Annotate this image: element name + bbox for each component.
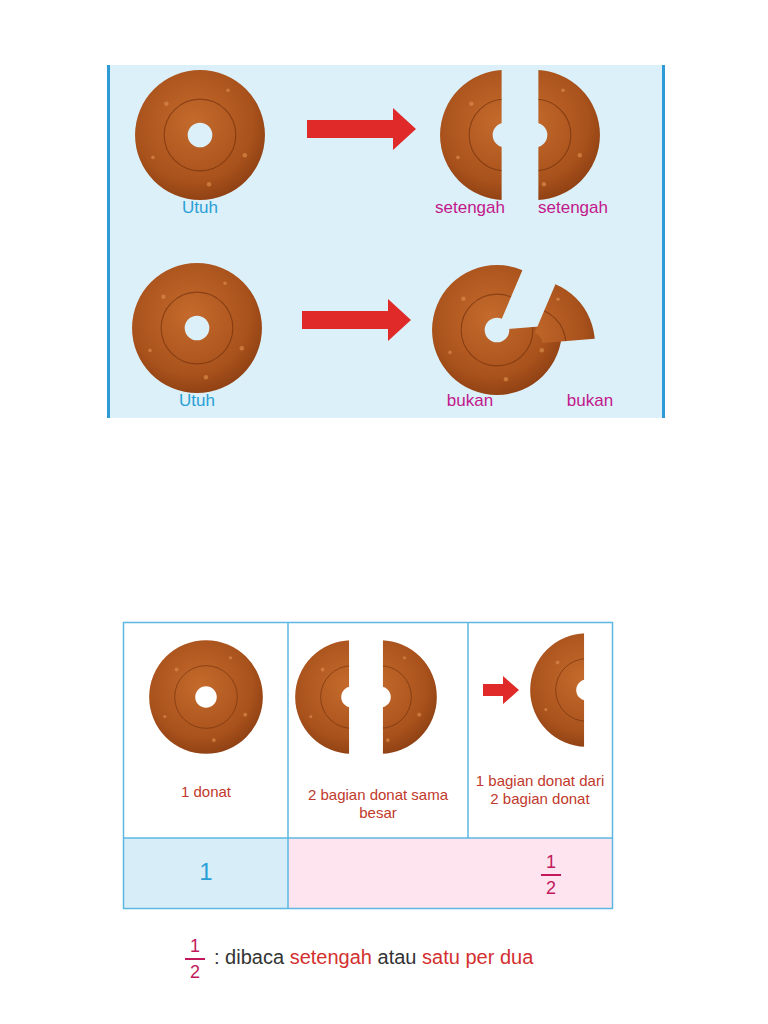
table-cell: 2 bagian donat sama besar bbox=[298, 786, 458, 822]
fraction-denominator: 2 bbox=[546, 878, 556, 900]
whole-label: Utuh bbox=[179, 391, 215, 411]
fraction-denominator: 2 bbox=[190, 962, 200, 984]
fraction-numerator: 1 bbox=[190, 936, 200, 958]
reading-text: : dibaca bbox=[214, 946, 284, 968]
table-cell: 1 donat bbox=[181, 783, 231, 801]
table-cell: 1 bagian donat dari 2 bagian donat bbox=[474, 772, 606, 808]
half-label: setengah bbox=[538, 198, 608, 218]
not-half-label: bukan bbox=[567, 391, 613, 411]
reading-word: setengah bbox=[290, 946, 372, 968]
fraction-numerator: 1 bbox=[546, 852, 556, 874]
not-half-label: bukan bbox=[447, 391, 493, 411]
whole-label: Utuh bbox=[182, 198, 218, 218]
half-label: setengah bbox=[435, 198, 505, 218]
table-cell: 1 bbox=[199, 858, 212, 887]
reading-word: satu per dua bbox=[422, 946, 533, 968]
reading-sentence: : dibaca setengah atausatu per dua bbox=[214, 946, 539, 969]
reading-text: atau bbox=[378, 946, 417, 968]
